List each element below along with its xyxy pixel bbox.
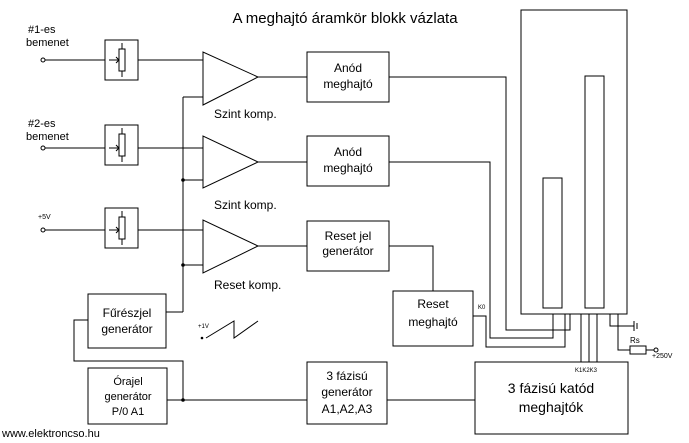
potentiometer-2 bbox=[104, 124, 139, 166]
svg-text:Órajel: Órajel bbox=[113, 375, 142, 388]
svg-text:generátor: generátor bbox=[104, 391, 151, 403]
sawtooth-generator: Fűrészjel generátor bbox=[87, 293, 167, 349]
potentiometer-3 bbox=[104, 207, 139, 249]
three-phase-cathode-drivers: 3 fázisú katód meghajtók bbox=[474, 361, 629, 435]
svg-text:meghajtó: meghajtó bbox=[323, 77, 373, 91]
level-comparator-1-label: Szint komp. bbox=[214, 107, 277, 121]
hv-label: +250V bbox=[652, 353, 673, 360]
svg-text:Reset jel: Reset jel bbox=[325, 229, 372, 243]
input1-sublabel: bemenet bbox=[26, 37, 69, 49]
svg-text:meghajtó: meghajtó bbox=[408, 315, 458, 329]
vplus-label: +5V bbox=[38, 214, 51, 221]
svg-text:generátor: generátor bbox=[322, 244, 373, 258]
svg-text:3 fázisú katód: 3 fázisú katód bbox=[508, 380, 594, 396]
diagram-title: A meghajtó áramkör blokk vázlata bbox=[232, 10, 458, 27]
svg-text:Fűrészjel: Fűrészjel bbox=[103, 306, 152, 320]
vplus-terminal bbox=[40, 227, 46, 233]
svg-text:Anód: Anód bbox=[334, 145, 362, 159]
saw-voltage-label: +1V bbox=[198, 324, 209, 330]
svg-text:A1,A2,A3: A1,A2,A3 bbox=[322, 402, 373, 416]
website-footer: www.elektroncso.hu bbox=[1, 428, 100, 440]
three-phase-generator: 3 fázisú generátor A1,A2,A3 bbox=[306, 361, 388, 425]
svg-text:meghajtók: meghajtók bbox=[519, 399, 585, 415]
cathode-pins-label: K1K2K3 bbox=[575, 368, 598, 374]
input1-terminal bbox=[40, 57, 46, 63]
svg-text:Anód: Anód bbox=[334, 61, 362, 75]
input2-terminal bbox=[40, 145, 46, 151]
reset-driver: Reset meghajtó bbox=[392, 290, 474, 347]
level-comparator-2 bbox=[202, 135, 260, 189]
sawtooth-waveform bbox=[205, 320, 259, 339]
svg-text:generátor: generátor bbox=[321, 385, 372, 399]
display-tube bbox=[520, 9, 628, 315]
svg-text:meghajtó: meghajtó bbox=[323, 161, 373, 175]
anode-driver-1: Anód meghajtó bbox=[306, 51, 390, 103]
reset-comparator bbox=[202, 219, 260, 274]
anode-bar-1 bbox=[584, 75, 605, 309]
anode-driver-2: Anód meghajtó bbox=[306, 135, 390, 187]
rs-label: Rs bbox=[630, 336, 640, 345]
rs-resistor bbox=[629, 345, 647, 355]
input1-label: #1-es bbox=[28, 24, 56, 36]
svg-text:Reset: Reset bbox=[417, 297, 449, 311]
reset-pin-label: K0 bbox=[478, 305, 486, 311]
svg-text:P/0 A1: P/0 A1 bbox=[112, 406, 144, 418]
level-comparator-1 bbox=[202, 51, 260, 106]
level-comparator-2-label: Szint komp. bbox=[214, 198, 277, 212]
input2-sublabel: bemenet bbox=[26, 131, 69, 143]
clock-generator: Órajel generátor P/0 A1 bbox=[87, 367, 168, 425]
reset-signal-generator: Reset jel generátor bbox=[306, 220, 390, 272]
reset-comparator-label: Reset komp. bbox=[214, 278, 281, 292]
svg-text:generátor: generátor bbox=[101, 322, 152, 336]
potentiometer-1 bbox=[104, 39, 139, 81]
input2-label: #2-es bbox=[28, 118, 56, 130]
svg-text:3 fázisú: 3 fázisú bbox=[326, 369, 367, 383]
anode-bar-2 bbox=[542, 177, 563, 309]
